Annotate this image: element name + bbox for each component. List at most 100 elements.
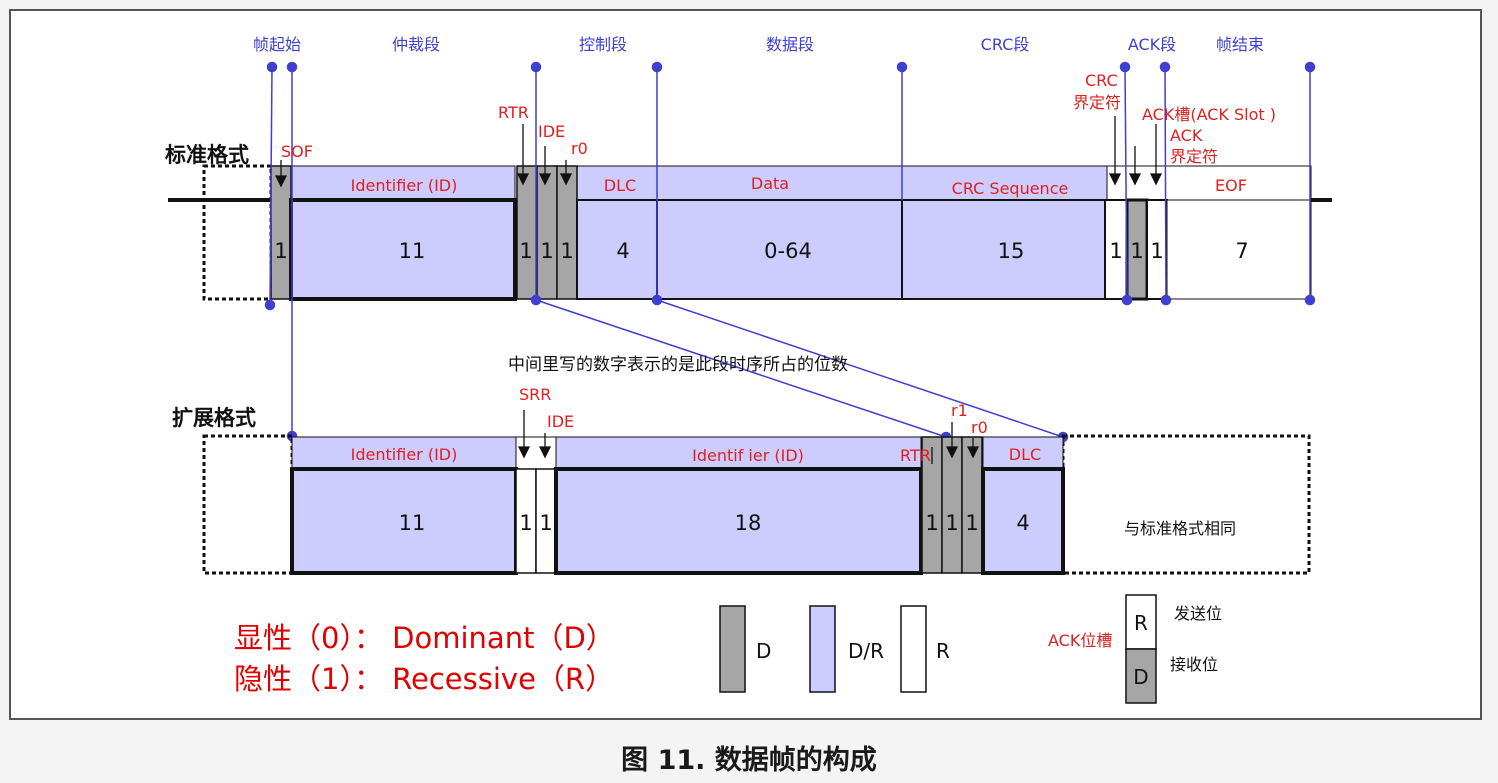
extended-bits: 11 1 1 18 1 1 1 4 — [399, 511, 1030, 535]
ack-delim-annotation-2: 界定符 — [1170, 147, 1218, 166]
crc-delim-annotation-2: 界定符 — [1073, 93, 1121, 112]
ack-legend-r: R — [1134, 611, 1148, 635]
guide-dot — [1119, 61, 1131, 73]
same-as-standard-text: 与标准格式相同 — [1124, 519, 1236, 538]
idle-block — [202, 164, 273, 301]
diagram-frame — [9, 9, 1482, 720]
crc-seq-label: CRC Sequence — [952, 179, 1069, 198]
guide-dot — [266, 61, 278, 73]
header-sof: 帧起始 — [253, 35, 301, 54]
ext-dlc-label: DLC — [1009, 445, 1041, 464]
swatch-mixed — [809, 605, 836, 693]
guide-dot — [530, 61, 542, 73]
legend-recessive: 隐性（1）： Recessive（R） — [234, 662, 614, 696]
ext-identifier2-cell — [554, 467, 923, 575]
standard-annotations: SOF RTR IDE r0 CRC 界定符 ACK槽(ACK Slot ) A… — [281, 71, 1276, 166]
guide-dot — [1121, 294, 1133, 306]
bit-rtr: 1 — [519, 239, 532, 263]
standard-arrows — [274, 116, 1163, 188]
send-bit-label: 发送位 — [1174, 604, 1222, 623]
ext-dlc-cell — [981, 467, 1065, 575]
extended-format — [202, 434, 1311, 575]
ide-cell — [536, 165, 558, 300]
extended-arrows — [517, 410, 980, 464]
data-label: Data — [751, 174, 789, 193]
bit-crc-delim: 1 — [1109, 239, 1122, 263]
r0-annotation: r0 — [571, 139, 588, 158]
header-ack: ACK段 — [1128, 35, 1176, 54]
ack-delim-annotation: ACK — [1170, 126, 1203, 145]
extended-top-labels: Identifier (ID) Identif ier (ID) DLC — [351, 445, 1042, 465]
ext-r1-annotation: r1 — [951, 401, 968, 420]
eof-label: EOF — [1215, 176, 1247, 195]
rtr-annotation: RTR — [498, 103, 529, 122]
ide-annotation: IDE — [538, 122, 565, 141]
ext-bit-identifier2: 18 — [735, 511, 762, 535]
guide-dot — [651, 294, 663, 306]
bit-r0: 1 — [560, 239, 573, 263]
header-control: 控制段 — [579, 35, 627, 54]
ext-identifier1-cell — [290, 467, 518, 575]
bit-dlc: 4 — [616, 239, 629, 263]
ext-identifier2-label: Identif ier (ID) — [692, 446, 804, 465]
ext-identifier1-label: Identifier (ID) — [351, 445, 458, 464]
bit-crc-seq: 15 — [998, 239, 1025, 263]
ext-bit-dlc: 4 — [1016, 511, 1029, 535]
legend: 显性（0）： Dominant（D） 隐性（1）： Recessive（R） D… — [234, 594, 1222, 704]
sof-annotation: SOF — [281, 142, 313, 161]
figure-caption: 图 11. 数据帧的构成 — [621, 745, 877, 776]
ext-ide-annotation: IDE — [547, 412, 574, 431]
ack-eof-top-strip — [1106, 165, 1312, 201]
srr-annotation: SRR — [519, 385, 551, 404]
ext-bit-rtr: 1 — [925, 511, 938, 535]
standard-format — [168, 164, 1332, 301]
field-headers: 帧起始 仲裁段 控制段 数据段 CRC段 ACK段 帧结束 — [253, 35, 1264, 54]
ext-bit-identifier1: 11 — [399, 511, 426, 535]
bit-ack-delim: 1 — [1150, 239, 1163, 263]
guide-dot — [530, 294, 542, 306]
guide-dot — [264, 299, 276, 311]
receive-bit-label: 接收位 — [1170, 655, 1218, 674]
same-as-standard-block — [1061, 434, 1311, 575]
swatch-dr-label: D/R — [848, 639, 884, 663]
ext-bit-r1: 1 — [945, 511, 958, 535]
ack-legend-d: D — [1133, 665, 1148, 689]
header-data: 数据段 — [766, 35, 814, 54]
guide-dot — [1159, 61, 1171, 73]
bit-data: 0-64 — [764, 239, 812, 263]
swatch-dominant — [719, 605, 746, 693]
header-crc: CRC段 — [981, 35, 1030, 54]
ack-slot-legend-label: ACK位槽 — [1048, 631, 1112, 650]
identifier-cell — [289, 198, 517, 301]
r0-cell — [556, 165, 578, 300]
identifier-label: Identifier (ID) — [351, 176, 458, 195]
bit-ide: 1 — [540, 239, 553, 263]
legend-dominant: 显性（0）： Dominant（D） — [234, 621, 615, 655]
ack-slot-annotation: ACK槽(ACK Slot ) — [1142, 105, 1276, 124]
guide-dot — [651, 61, 663, 73]
ext-rtr-annotation: RTR — [900, 446, 931, 465]
extended-format-label: 扩展格式 — [172, 406, 256, 430]
bit-eof: 7 — [1235, 239, 1248, 263]
ext-bit-r0: 1 — [965, 511, 978, 535]
ext-bit-ide: 1 — [539, 511, 552, 535]
bit-ack-slot: 1 — [1130, 239, 1143, 263]
ack-legend-d-box — [1125, 648, 1157, 704]
ext-r0-annotation: r0 — [971, 418, 988, 437]
dlc-label: DLC — [604, 176, 636, 195]
standard-top-labels: Identifier (ID) DLC Data CRC Sequence EO… — [351, 174, 1247, 198]
bit-identifier: 11 — [399, 239, 426, 263]
bit-count-note: 中间里写的数字表示的是此段时序所占的位数 — [508, 355, 848, 375]
extended-annotations: SRR IDE RTR r1 r0 — [519, 385, 988, 465]
guide-dot — [286, 61, 298, 73]
standard-bits: 1 11 1 1 1 4 0-64 15 1 1 1 7 — [274, 239, 1248, 263]
eof-cell — [1166, 199, 1312, 300]
ext-idle-block — [202, 434, 294, 575]
swatch-d-label: D — [756, 639, 771, 663]
rtr-cell — [516, 165, 538, 300]
crc-delim-annotation: CRC — [1085, 71, 1118, 90]
header-arbitration: 仲裁段 — [392, 35, 440, 54]
guide-dot — [896, 61, 908, 73]
swatch-r-label: R — [936, 639, 950, 663]
